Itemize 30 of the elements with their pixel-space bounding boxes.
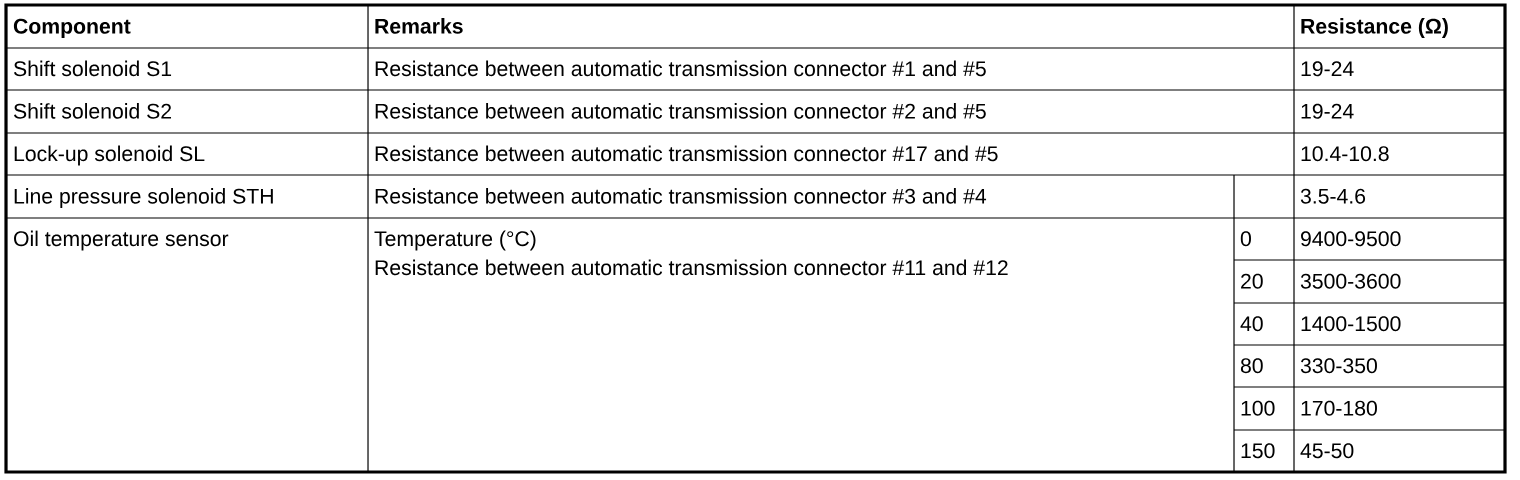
- table-text: Resistance between automatic transmission connector #17 and #5: [375, 145, 998, 162]
- table-text: 170-180: [1301, 400, 1377, 416]
- table-text: Resistance between automatic transmission connector #1 and #5: [375, 60, 986, 77]
- table-text: Resistance between automatic transmission connector #11 and #12: [375, 259, 1008, 276]
- table-text: 9400-9500: [1301, 231, 1401, 247]
- table-text: 10.4-10.8: [1301, 146, 1389, 162]
- table-text: Shift solenoid S1: [14, 60, 172, 77]
- table-text: Lock-up solenoid SL: [14, 145, 205, 166]
- table-text: 20: [1241, 273, 1263, 289]
- table-text: Oil temperature sensor: [14, 230, 229, 251]
- table-text: Resistance between automatic transmission connector #2 and #5: [375, 103, 986, 119]
- table-text: 45-50: [1300, 443, 1354, 459]
- table-text: 1400-1500: [1301, 316, 1401, 332]
- table-text: 80: [1240, 358, 1263, 374]
- table-text: 19-24: [1301, 61, 1354, 77]
- table-text: 100: [1241, 400, 1275, 416]
- table-text: Temperature (°C): [374, 230, 536, 251]
- table-text: 40: [1240, 316, 1263, 332]
- table-text: 330-350: [1300, 358, 1377, 374]
- table-text: 150: [1241, 443, 1275, 459]
- table-text: 3500-3600: [1300, 273, 1401, 289]
- column-header: Remarks: [375, 18, 463, 34]
- table-text: Line pressure solenoid STH: [14, 188, 273, 208]
- table-text: 3.5-4.6: [1300, 188, 1366, 204]
- table-text: 0: [1240, 231, 1251, 247]
- column-header: Component: [13, 18, 131, 38]
- table-text: Resistance between automatic transmission connector #3 and #4: [375, 188, 987, 204]
- column-header: Resistance (Ω): [1301, 18, 1448, 38]
- table-text: Shift solenoid S2: [14, 103, 171, 119]
- table-text: 19-24: [1301, 103, 1354, 119]
